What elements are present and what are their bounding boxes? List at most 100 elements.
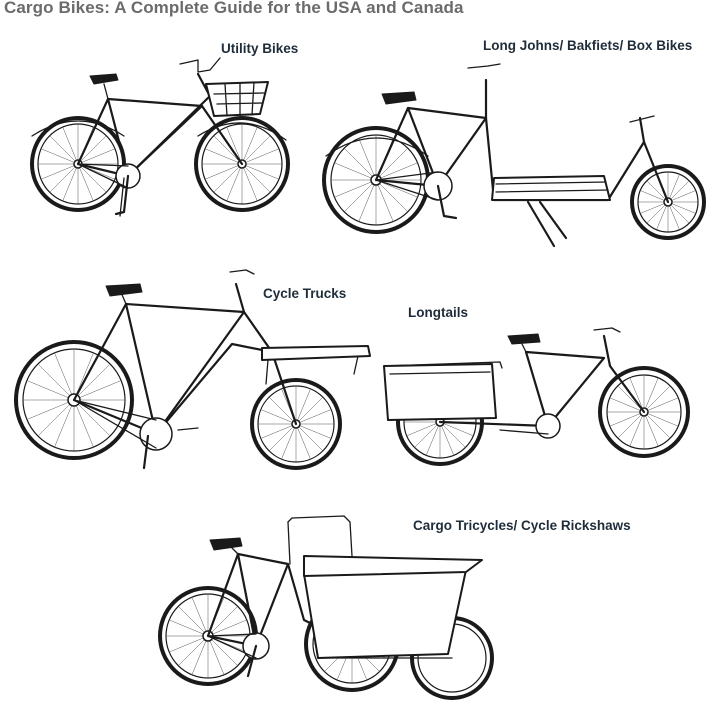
wheel-spoke bbox=[609, 397, 645, 413]
wheel-spoke bbox=[40, 163, 79, 180]
wheel-spoke bbox=[343, 179, 377, 213]
wheel-spoke bbox=[375, 179, 409, 213]
wheel-spoke bbox=[643, 411, 659, 447]
wheel-spoke bbox=[414, 421, 441, 448]
wheel-spoke bbox=[49, 135, 79, 165]
wheel-spoke bbox=[334, 179, 377, 198]
wheel-spoke bbox=[334, 162, 377, 181]
wheel-spoke bbox=[207, 635, 238, 666]
wheel-spoke bbox=[226, 126, 243, 165]
wheel-spoke bbox=[295, 396, 324, 425]
wheel-spoke bbox=[640, 201, 669, 214]
wheel-spoke bbox=[629, 411, 645, 447]
label-cycle-trucks: Cycle Trucks bbox=[263, 286, 347, 301]
wheel-spoke bbox=[168, 619, 209, 637]
wheel-spoke bbox=[178, 606, 209, 637]
wheel-spoke bbox=[617, 411, 645, 439]
wheel-spoke bbox=[241, 163, 280, 180]
cycle-truck-drawing bbox=[14, 269, 371, 470]
wheel-spoke bbox=[640, 190, 669, 203]
wheel-spoke bbox=[667, 201, 690, 224]
wheel-spoke bbox=[26, 399, 75, 420]
wheel-spoke bbox=[375, 179, 394, 222]
label-long-johns: Long Johns/ Bakfiets/ Box Bikes bbox=[483, 38, 693, 53]
wheel-spoke bbox=[643, 411, 679, 427]
wheel-spoke bbox=[49, 163, 79, 193]
rear-wheel bbox=[14, 340, 134, 460]
wheel-spoke bbox=[54, 352, 75, 401]
label-longtails: Longtails bbox=[408, 305, 468, 320]
page-title: Cargo Bikes: A Complete Guide for the US… bbox=[4, 0, 464, 17]
wheel-spoke bbox=[629, 377, 645, 413]
wheel-spoke bbox=[178, 635, 209, 666]
wheel-spoke bbox=[643, 377, 659, 413]
wheel-spoke bbox=[260, 423, 297, 439]
wheel-spoke bbox=[667, 201, 680, 230]
wheel-spoke bbox=[439, 421, 474, 437]
label-cargo-tricycles: Cargo Tricycles/ Cycle Rickshaws bbox=[413, 518, 631, 533]
wheel-spoke bbox=[191, 596, 209, 637]
wheel-spoke bbox=[241, 163, 271, 193]
wheel-spoke bbox=[191, 635, 209, 676]
wheel-spoke bbox=[26, 380, 75, 401]
wheel-spoke bbox=[295, 409, 332, 425]
wheel-spoke bbox=[168, 635, 209, 653]
wheel-spoke bbox=[37, 399, 75, 437]
wheel-spoke bbox=[260, 409, 297, 425]
front-wheel bbox=[250, 378, 342, 470]
wheel-spoke bbox=[667, 190, 696, 203]
wheel-spoke bbox=[375, 162, 418, 181]
wheel-spoke bbox=[295, 423, 324, 452]
utility-bike-drawing bbox=[30, 57, 290, 217]
wheel-spoke bbox=[295, 423, 332, 439]
wheel-spoke bbox=[62, 163, 79, 202]
longtail-bike-drawing bbox=[383, 327, 690, 466]
front-wheel bbox=[598, 366, 690, 458]
wheel-spoke bbox=[358, 138, 377, 181]
wheel-spoke bbox=[241, 135, 271, 165]
wheel-spoke bbox=[406, 421, 441, 437]
wheel-spoke bbox=[667, 201, 696, 214]
cargo-tricycle-drawing bbox=[158, 515, 494, 700]
wheel-spoke bbox=[667, 180, 690, 203]
wheel-spoke bbox=[646, 201, 669, 224]
front-wheel bbox=[194, 116, 290, 212]
wheel-spoke bbox=[358, 179, 377, 222]
wheel-spoke bbox=[73, 363, 111, 401]
wheel-spoke bbox=[207, 619, 248, 637]
wheel-spoke bbox=[226, 163, 243, 202]
wheel-spoke bbox=[73, 399, 111, 437]
wheel-spoke bbox=[54, 399, 75, 448]
wheel-spoke bbox=[77, 163, 107, 193]
wheel-spoke bbox=[375, 147, 409, 181]
wheel-spoke bbox=[281, 423, 297, 460]
label-utility-bikes: Utility Bikes bbox=[221, 41, 299, 56]
wheel-spoke bbox=[77, 163, 94, 202]
wheel-spoke bbox=[609, 411, 645, 427]
wheel-spoke bbox=[343, 147, 377, 181]
wheel-spoke bbox=[643, 411, 671, 439]
wheel-spoke bbox=[268, 396, 297, 425]
wheel-spoke bbox=[77, 135, 107, 165]
wheel-spoke bbox=[268, 423, 297, 452]
wheel-spoke bbox=[204, 148, 243, 165]
wheel-spoke bbox=[213, 163, 243, 193]
wheel-spoke bbox=[439, 421, 455, 456]
wheel-spoke bbox=[667, 174, 680, 203]
wheel-spoke bbox=[646, 180, 669, 203]
wheel-spoke bbox=[295, 423, 311, 460]
wheel-spoke bbox=[241, 148, 280, 165]
wheel-spoke bbox=[62, 126, 79, 165]
wheel-spoke bbox=[207, 635, 225, 676]
wheel-spoke bbox=[656, 201, 669, 230]
wheel-spoke bbox=[73, 399, 94, 448]
wheel-spoke bbox=[40, 148, 79, 165]
wheel-spoke bbox=[241, 163, 258, 202]
wheel-spoke bbox=[295, 388, 311, 425]
wheel-spoke bbox=[73, 380, 122, 401]
wheel-spoke bbox=[643, 385, 671, 413]
wheel-spoke bbox=[643, 397, 679, 413]
wheel-spoke bbox=[37, 363, 75, 401]
wheel-spoke bbox=[207, 606, 238, 637]
wheel-spoke bbox=[241, 126, 258, 165]
